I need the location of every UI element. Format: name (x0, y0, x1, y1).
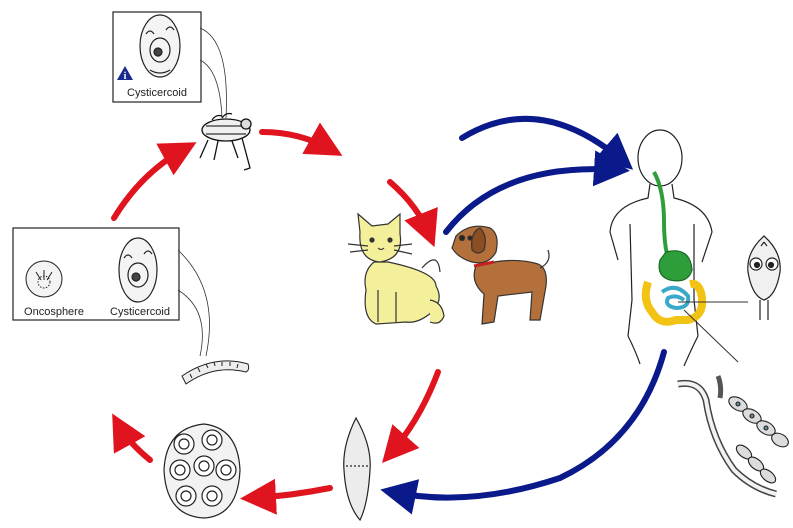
oncosphere-label: Oncosphere (24, 306, 84, 318)
arrow-dog-to-human (446, 169, 618, 232)
arrow-host-to-proglottid (390, 372, 438, 454)
cysticercoid-label-left: Cysticercoid (110, 306, 170, 318)
stage-marker-label: i (124, 71, 127, 82)
oncosphere-icon (26, 261, 62, 297)
cysticercoid-label-top: Cysticercoid (127, 87, 187, 99)
egg-packet-icon (164, 424, 240, 518)
small-intestine (662, 288, 688, 308)
pointer-line-adult (684, 310, 738, 362)
dog-icon (452, 226, 549, 324)
adult-tapeworm-icon (678, 376, 791, 494)
cysticercoid-box-top: i Cysticercoid (113, 12, 226, 118)
arrow-cycle-to-flea (114, 148, 186, 218)
stomach (659, 251, 692, 281)
arrow-proglottid-to-eggs (252, 488, 330, 498)
flea-icon (200, 114, 251, 171)
development-box-left: Oncosphere Cysticercoid (13, 228, 210, 356)
pointer-line-left (178, 250, 210, 356)
cysticercoid-icon (140, 15, 180, 77)
human-body-icon (610, 130, 748, 366)
pointer-line-top (200, 28, 226, 118)
arrow-flea-to-cat (262, 132, 332, 150)
scolex-icon (748, 236, 780, 320)
cysticercoid-icon-left (119, 238, 157, 302)
flea-larva-icon (182, 361, 249, 384)
arrow-flea-to-human (462, 119, 624, 162)
arrow-human-to-proglottid (392, 352, 664, 498)
arrow-eggs-to-larva (118, 424, 150, 460)
gravid-proglottid-icon (344, 418, 370, 520)
